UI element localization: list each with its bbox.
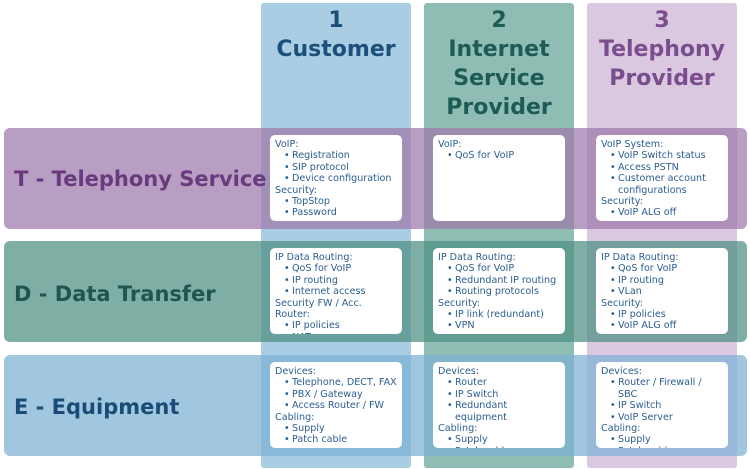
list-item: Router / Firewall / SBC (610, 377, 723, 400)
cell-equipment-provider: Devices:Router / Firewall / SBCIP Switch… (596, 362, 728, 448)
list-item: VLan (610, 286, 723, 298)
list-item: PBX / Gateway (284, 389, 397, 401)
list-item: QoS for VoIP (284, 263, 397, 275)
column-title-line: Provider (609, 66, 715, 91)
cell-equipment-isp: Devices:RouterIP SwitchRedundant equipme… (433, 362, 565, 448)
list-item: Supply (610, 434, 723, 446)
list-item: Telephone, DECT, FAX (284, 377, 397, 389)
list-item: QoS for VoIP (447, 263, 560, 275)
list-item: IP Switch (447, 389, 560, 401)
bullet-list: QoS for VoIPIP routingInternet access (275, 263, 397, 298)
list-item: Access PSTN (610, 162, 723, 174)
list-item: Routing protocols (447, 286, 560, 298)
list-item: IP policies (610, 309, 723, 321)
bullet-list: TopStopPassword (275, 196, 397, 219)
list-item: IP routing (610, 275, 723, 287)
list-item: VoIP ALG off (610, 320, 723, 332)
cell-telephony-customer: VoIP:RegistrationSIP protocolDevice conf… (270, 135, 402, 221)
column-number: 2 (491, 8, 507, 33)
column-title-line: Internet (448, 37, 550, 62)
cell-data-provider: IP Data Routing:QoS for VoIPIP routingVL… (596, 248, 728, 334)
list-item: Supply (447, 434, 560, 446)
list-item: VoIP Server (610, 412, 723, 424)
row-label-data-transfer: D - Data Transfer (14, 282, 216, 306)
section-heading: Cabling: (275, 411, 315, 423)
list-item: Customer account configurations (610, 173, 723, 196)
section-heading: Security: (601, 297, 643, 309)
section-heading: VoIP: (275, 139, 299, 150)
section-heading: Security FW / Acc. Router: (275, 297, 362, 321)
row-label-telephony-service: T - Telephony Service (14, 167, 267, 191)
section-heading: Cabling: (438, 423, 478, 435)
bullet-list: IP policiesVoIP ALG off (601, 309, 723, 332)
list-item: SIP protocol (284, 162, 397, 174)
bullet-list: QoS for VoIPIP routingVLan (601, 263, 723, 298)
list-item: Internet access (284, 286, 397, 298)
list-item: Password (284, 207, 397, 219)
list-item: IP policies (284, 320, 397, 332)
list-item: QoS for VoIP (610, 263, 723, 275)
list-item: Supply (284, 423, 397, 435)
bullet-list: Telephone, DECT, FAXPBX / GatewayAccess … (275, 377, 397, 412)
bullet-list: RegistrationSIP protocolDevice configura… (275, 150, 397, 185)
section-heading: Devices: (438, 366, 480, 377)
list-item: Patch cable (447, 446, 560, 448)
column-title-line: Provider (446, 95, 552, 120)
column-title-line: Customer (276, 37, 396, 62)
cell-data-customer: IP Data Routing:QoS for VoIPIP routingIn… (270, 248, 402, 334)
list-item: Patch cable (610, 446, 723, 448)
column-title-line: Service (453, 66, 545, 91)
section-heading: IP Data Routing: (438, 252, 516, 263)
list-item: VoIP ALG off (610, 207, 723, 219)
cell-telephony-isp: VoIP:QoS for VoIP (433, 135, 565, 221)
cell-equipment-customer: Devices:Telephone, DECT, FAXPBX / Gatewa… (270, 362, 402, 448)
list-item: IP Switch (610, 400, 723, 412)
bullet-list: IP policiesNAT (275, 320, 397, 334)
list-item: Patch cable (284, 434, 397, 446)
list-item: IP link (redundant) (447, 309, 560, 321)
column-header-isp: 2 Internet Service Provider (424, 6, 574, 122)
section-heading: Devices: (275, 366, 317, 377)
bullet-list: SupplyPatch cable (275, 423, 397, 446)
bullet-list: VoIP Switch statusAccess PSTNCustomer ac… (601, 150, 723, 196)
list-item: VPN (447, 320, 560, 332)
column-number: 1 (328, 8, 344, 33)
section-heading: Security: (601, 196, 643, 208)
list-item: VoIP Switch status (610, 150, 723, 162)
section-heading: Cabling: (601, 423, 641, 435)
section-heading: VoIP System: (601, 139, 664, 150)
bullet-list: QoS for VoIP (438, 150, 560, 162)
section-heading: Security: (275, 184, 317, 196)
bullet-list: SupplyPatch cable (438, 434, 560, 448)
bullet-list: IP link (redundant)VPN (438, 309, 560, 332)
bullet-list: VoIP ALG off (601, 207, 723, 219)
bullet-list: SupplyPatch cable (601, 434, 723, 448)
cell-telephony-provider: VoIP System:VoIP Switch statusAccess PST… (596, 135, 728, 221)
section-heading: Devices: (601, 366, 643, 377)
bullet-list: QoS for VoIPRedundant IP routingRouting … (438, 263, 560, 298)
column-number: 3 (654, 8, 670, 33)
list-item: TopStop (284, 196, 397, 208)
section-heading: Security: (438, 297, 480, 309)
list-item: QoS for VoIP (447, 150, 560, 162)
cell-data-isp: IP Data Routing:QoS for VoIPRedundant IP… (433, 248, 565, 334)
column-header-customer: 1 Customer (261, 6, 411, 64)
row-label-equipment: E - Equipment (14, 395, 180, 419)
list-item: Router (447, 377, 560, 389)
list-item: NAT (284, 332, 397, 334)
bullet-list: Router / Firewall / SBCIP SwitchVoIP Ser… (601, 377, 723, 423)
section-heading: IP Data Routing: (275, 252, 353, 263)
section-heading: VoIP: (438, 139, 462, 150)
list-item: Redundant IP routing (447, 275, 560, 287)
section-heading: IP Data Routing: (601, 252, 679, 263)
list-item: Device configuration (284, 173, 397, 185)
list-item: Access Router / FW (284, 400, 397, 412)
column-title-line: Telephony (599, 37, 725, 62)
list-item: Redundant equipment (447, 400, 560, 423)
bullet-list: RouterIP SwitchRedundant equipment (438, 377, 560, 423)
list-item: IP routing (284, 275, 397, 287)
list-item: Registration (284, 150, 397, 162)
column-header-telephony-provider: 3 Telephony Provider (587, 6, 737, 93)
